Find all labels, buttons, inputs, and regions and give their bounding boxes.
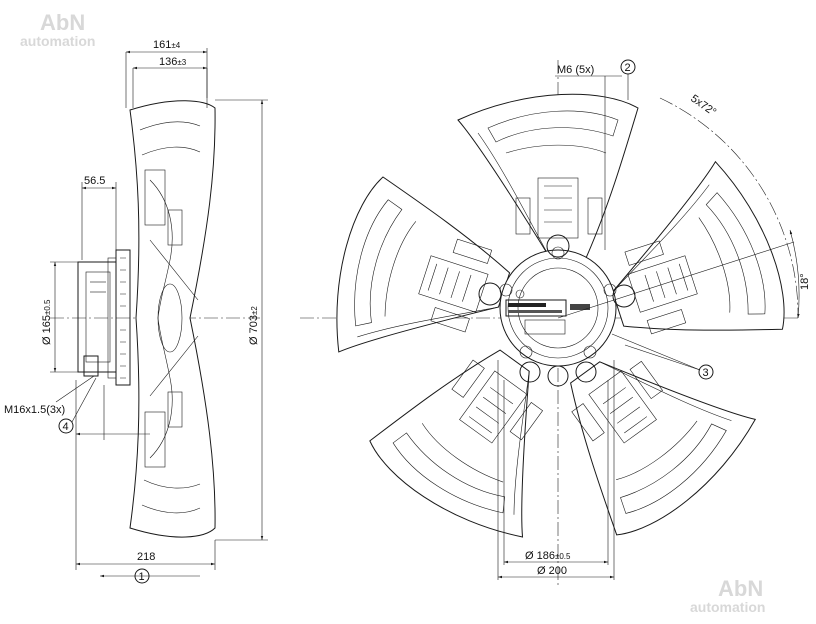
pitch-label: 5x72° [688, 93, 718, 119]
blade-5 [336, 176, 511, 353]
svg-text:automation: automation [690, 599, 765, 615]
fan-diameter-label: Ø 703±2 [248, 306, 260, 345]
svg-text:AbN: AbN [718, 576, 763, 601]
side-view: 161±4 136±3 56.5 Ø 165±0.5 Ø 703±2 M16x1… [4, 39, 268, 584]
hub-diameter-label: Ø 165±0.5 [41, 299, 53, 345]
overall-depth-label: 161±4 [153, 39, 181, 51]
callout-4-circle [58, 418, 74, 434]
angle-label: 18° [799, 273, 811, 290]
front-view: M6 (5x) 2 5x72° 18° 3 Ø 186±0.5 Ø 200 [300, 59, 811, 585]
impeller-blades [336, 93, 785, 538]
flange-label: Ø 200 [537, 565, 567, 577]
callout-3: 3 [703, 367, 709, 379]
blade-2 [612, 160, 785, 335]
motor-hub [478, 234, 636, 387]
callout-3-circle [698, 364, 714, 380]
blade-1 [457, 93, 639, 259]
watermark-top-left: AbN automation [20, 10, 95, 49]
blade-4 [369, 349, 544, 538]
cable-gland-label: M16x1.5(3x) [4, 404, 65, 416]
callout-2: 2 [625, 62, 631, 74]
mount-depth-label: 218 [137, 551, 155, 563]
callout-1: 1 [139, 571, 145, 583]
blade-profile [129, 100, 216, 538]
blade-3 [570, 360, 757, 536]
cable-gland-body [83, 355, 99, 377]
blade-depth-label: 136±3 [159, 56, 187, 68]
bolt-circle-label: Ø 186±0.5 [525, 550, 571, 562]
callout-4: 4 [63, 421, 69, 433]
callout-1-circle [134, 568, 150, 584]
watermark-bottom-right: AbN automation [690, 576, 765, 615]
svg-text:AbN: AbN [40, 10, 85, 35]
svg-text:automation: automation [20, 33, 95, 49]
thread-label: M6 (5x) [557, 64, 594, 76]
shaft-offset-label: 56.5 [84, 175, 105, 187]
